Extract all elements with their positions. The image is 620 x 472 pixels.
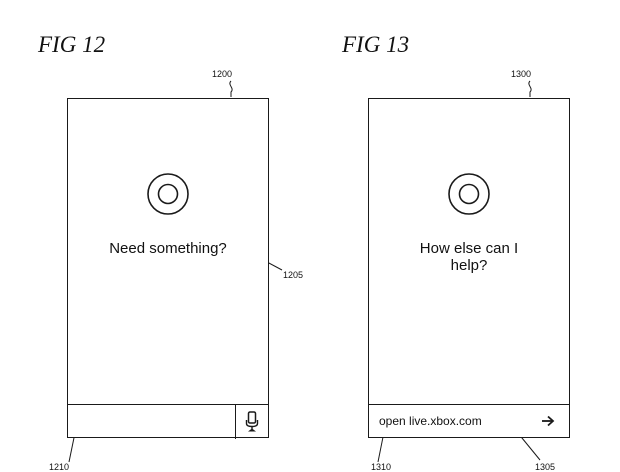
- phone-screen-fig13: How else can I help? open live.xbox.com: [368, 98, 570, 438]
- input-bar: open live.xbox.com: [369, 404, 569, 439]
- prompt-line: Need something?: [109, 240, 227, 257]
- assistant-prompt: Need something?: [68, 240, 268, 257]
- fig-12-title: FIG 12: [38, 32, 106, 57]
- fig-13-title: FIG 13: [342, 32, 410, 57]
- microphone-icon: [245, 411, 259, 432]
- query-input[interactable]: open live.xbox.com: [379, 414, 482, 428]
- ref-numeral-prompt-fig12: 1205: [283, 270, 304, 280]
- microphone-button[interactable]: [236, 405, 268, 439]
- ref-numeral-input-text-fig13: 1305: [535, 462, 556, 472]
- assistant-prompt: How else can I help?: [369, 240, 569, 274]
- prompt-line: How else can I: [419, 240, 519, 257]
- ref-numeral-device-fig13: 1300: [511, 69, 532, 79]
- leader-1200: [229, 80, 233, 97]
- assistant-circle-icon: [448, 173, 490, 215]
- send-button[interactable]: [537, 405, 563, 439]
- leader-1300: [528, 80, 532, 97]
- input-bar: [68, 404, 268, 439]
- prompt-line: help?: [450, 257, 488, 274]
- assistant-circle-icon: [147, 173, 189, 215]
- ref-numeral-input-fig13: 1310: [371, 462, 392, 472]
- ref-numeral-device-fig12: 1200: [212, 69, 233, 79]
- arrow-right-icon: [542, 415, 555, 427]
- query-input[interactable]: [68, 405, 236, 439]
- phone-screen-fig12: Need something?: [67, 98, 269, 439]
- ref-numeral-input-fig12: 1210: [49, 462, 70, 472]
